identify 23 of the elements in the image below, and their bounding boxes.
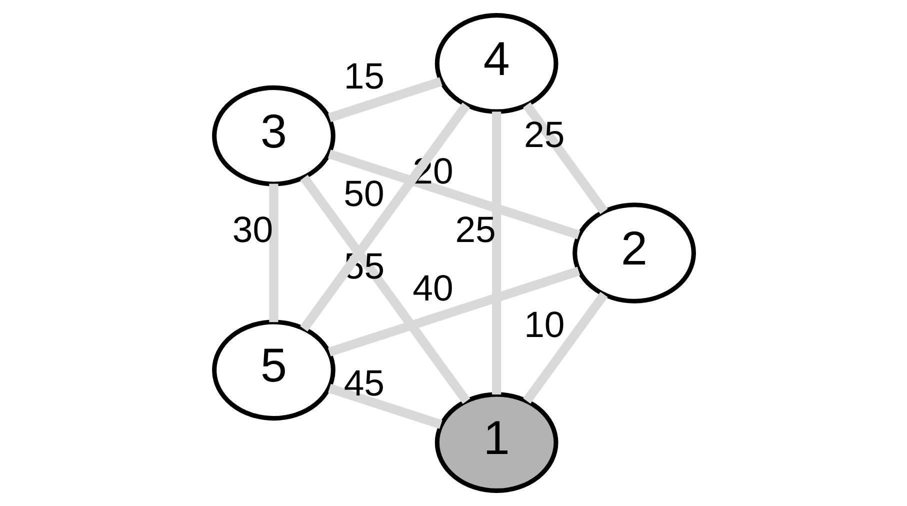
- node-ellipse: 4: [434, 13, 558, 114]
- connector: [268, 184, 278, 322]
- edge-label: 10: [524, 304, 564, 345]
- connector: [300, 174, 470, 404]
- connector: [300, 102, 470, 332]
- node-ellipse: 2: [572, 202, 696, 304]
- connector: [328, 384, 442, 429]
- edge-label: 25: [524, 114, 564, 156]
- connector: [328, 77, 442, 122]
- edge-label: 15: [343, 56, 384, 97]
- edge-label: 50: [343, 173, 384, 214]
- connector: [522, 102, 608, 214]
- edge-label: 40: [412, 268, 453, 309]
- connector: [522, 292, 608, 404]
- node-ellipse: 5: [212, 320, 335, 421]
- connector: [492, 112, 501, 395]
- edge-label: 45: [343, 362, 384, 404]
- edge-label: 25: [454, 209, 496, 250]
- node-ellipse: 3: [212, 85, 335, 186]
- node-ellipse: 1: [434, 392, 558, 493]
- connector: [327, 150, 580, 240]
- connector: [327, 266, 580, 356]
- edge-label: 30: [232, 208, 273, 250]
